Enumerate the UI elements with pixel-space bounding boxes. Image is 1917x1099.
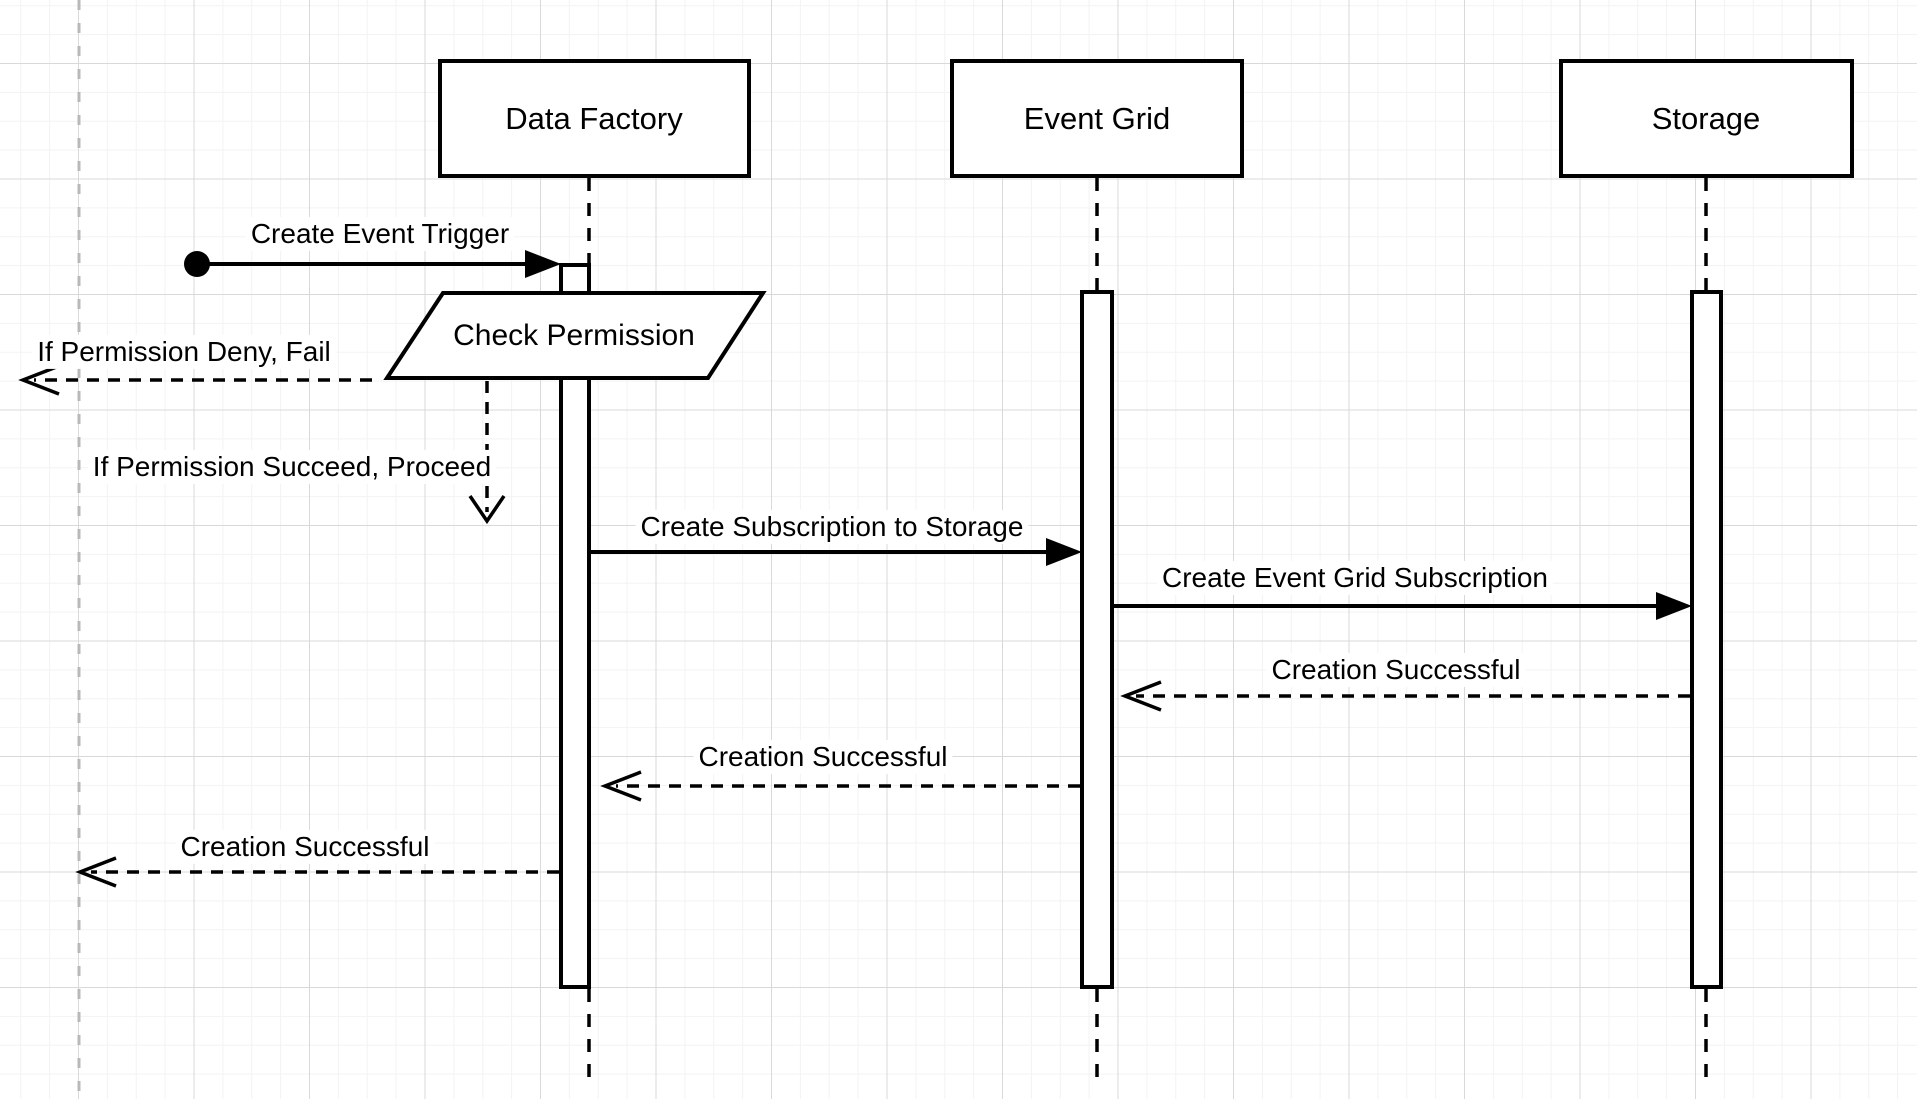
actor-label-event-grid[interactable]: Event Grid — [1023, 101, 1171, 137]
actor-box-storage[interactable] — [1559, 59, 1854, 178]
message-start-circle[interactable] — [184, 251, 210, 277]
message-label-permission-succeed-proceed[interactable]: If Permission Succeed, Proceed — [87, 449, 497, 485]
activation-bar-event-grid[interactable] — [1080, 290, 1114, 989]
message-label-permission-deny-fail[interactable]: If Permission Deny, Fail — [32, 334, 336, 370]
arrowhead-creation-successful-final — [75, 856, 117, 888]
arrowhead-create-subscription-to-storage — [1046, 538, 1082, 566]
arrowhead-create-event-grid-subscription — [1656, 592, 1692, 620]
arrowhead-creation-successful-event-grid — [600, 770, 642, 802]
process-shape-check-permission[interactable] — [383, 291, 767, 380]
arrowhead-permission-succeed-proceed — [468, 495, 506, 525]
arrowhead-creation-successful-storage — [1120, 680, 1162, 712]
message-label-create-subscription-to-storage[interactable]: Create Subscription to Storage — [635, 509, 1029, 545]
actor-box-event-grid[interactable] — [950, 59, 1244, 178]
message-label-creation-successful-storage[interactable]: Creation Successful — [1266, 652, 1526, 688]
message-label-creation-successful-event-grid[interactable]: Creation Successful — [693, 739, 953, 775]
message-label-creation-successful-final[interactable]: Creation Successful — [175, 829, 435, 865]
activation-bar-data-factory[interactable] — [559, 263, 591, 989]
arrowhead-create-event-trigger — [525, 250, 561, 278]
actor-label-storage[interactable]: Storage — [1651, 101, 1761, 137]
process-label-check-permission[interactable]: Check Permission — [453, 318, 695, 352]
activation-bar-storage[interactable] — [1690, 290, 1723, 989]
message-label-create-event-grid-subscription[interactable]: Create Event Grid Subscription — [1157, 560, 1553, 596]
actor-box-data-factory[interactable] — [438, 59, 751, 178]
message-label-create-event-trigger[interactable]: Create Event Trigger — [245, 216, 515, 252]
actor-label-data-factory[interactable]: Data Factory — [505, 101, 683, 137]
arrowhead-permission-deny-fail — [18, 364, 60, 396]
